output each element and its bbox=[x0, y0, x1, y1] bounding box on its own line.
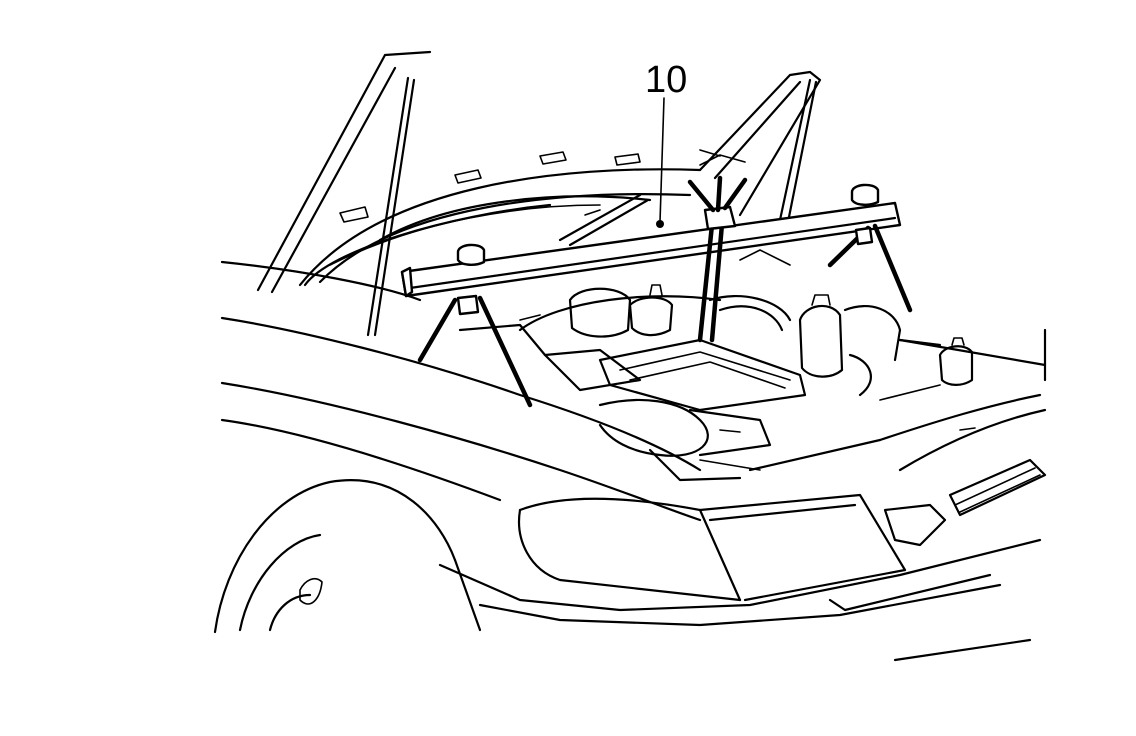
hood-struts bbox=[366, 76, 818, 337]
callout-leader-dot bbox=[656, 220, 664, 228]
callout-leader-line bbox=[659, 97, 665, 223]
car-body bbox=[213, 260, 1047, 662]
callout-label: 10 bbox=[645, 59, 687, 101]
wipers bbox=[303, 193, 650, 287]
callout-10: 10 bbox=[645, 59, 687, 228]
engine-support-fixture bbox=[400, 175, 913, 408]
